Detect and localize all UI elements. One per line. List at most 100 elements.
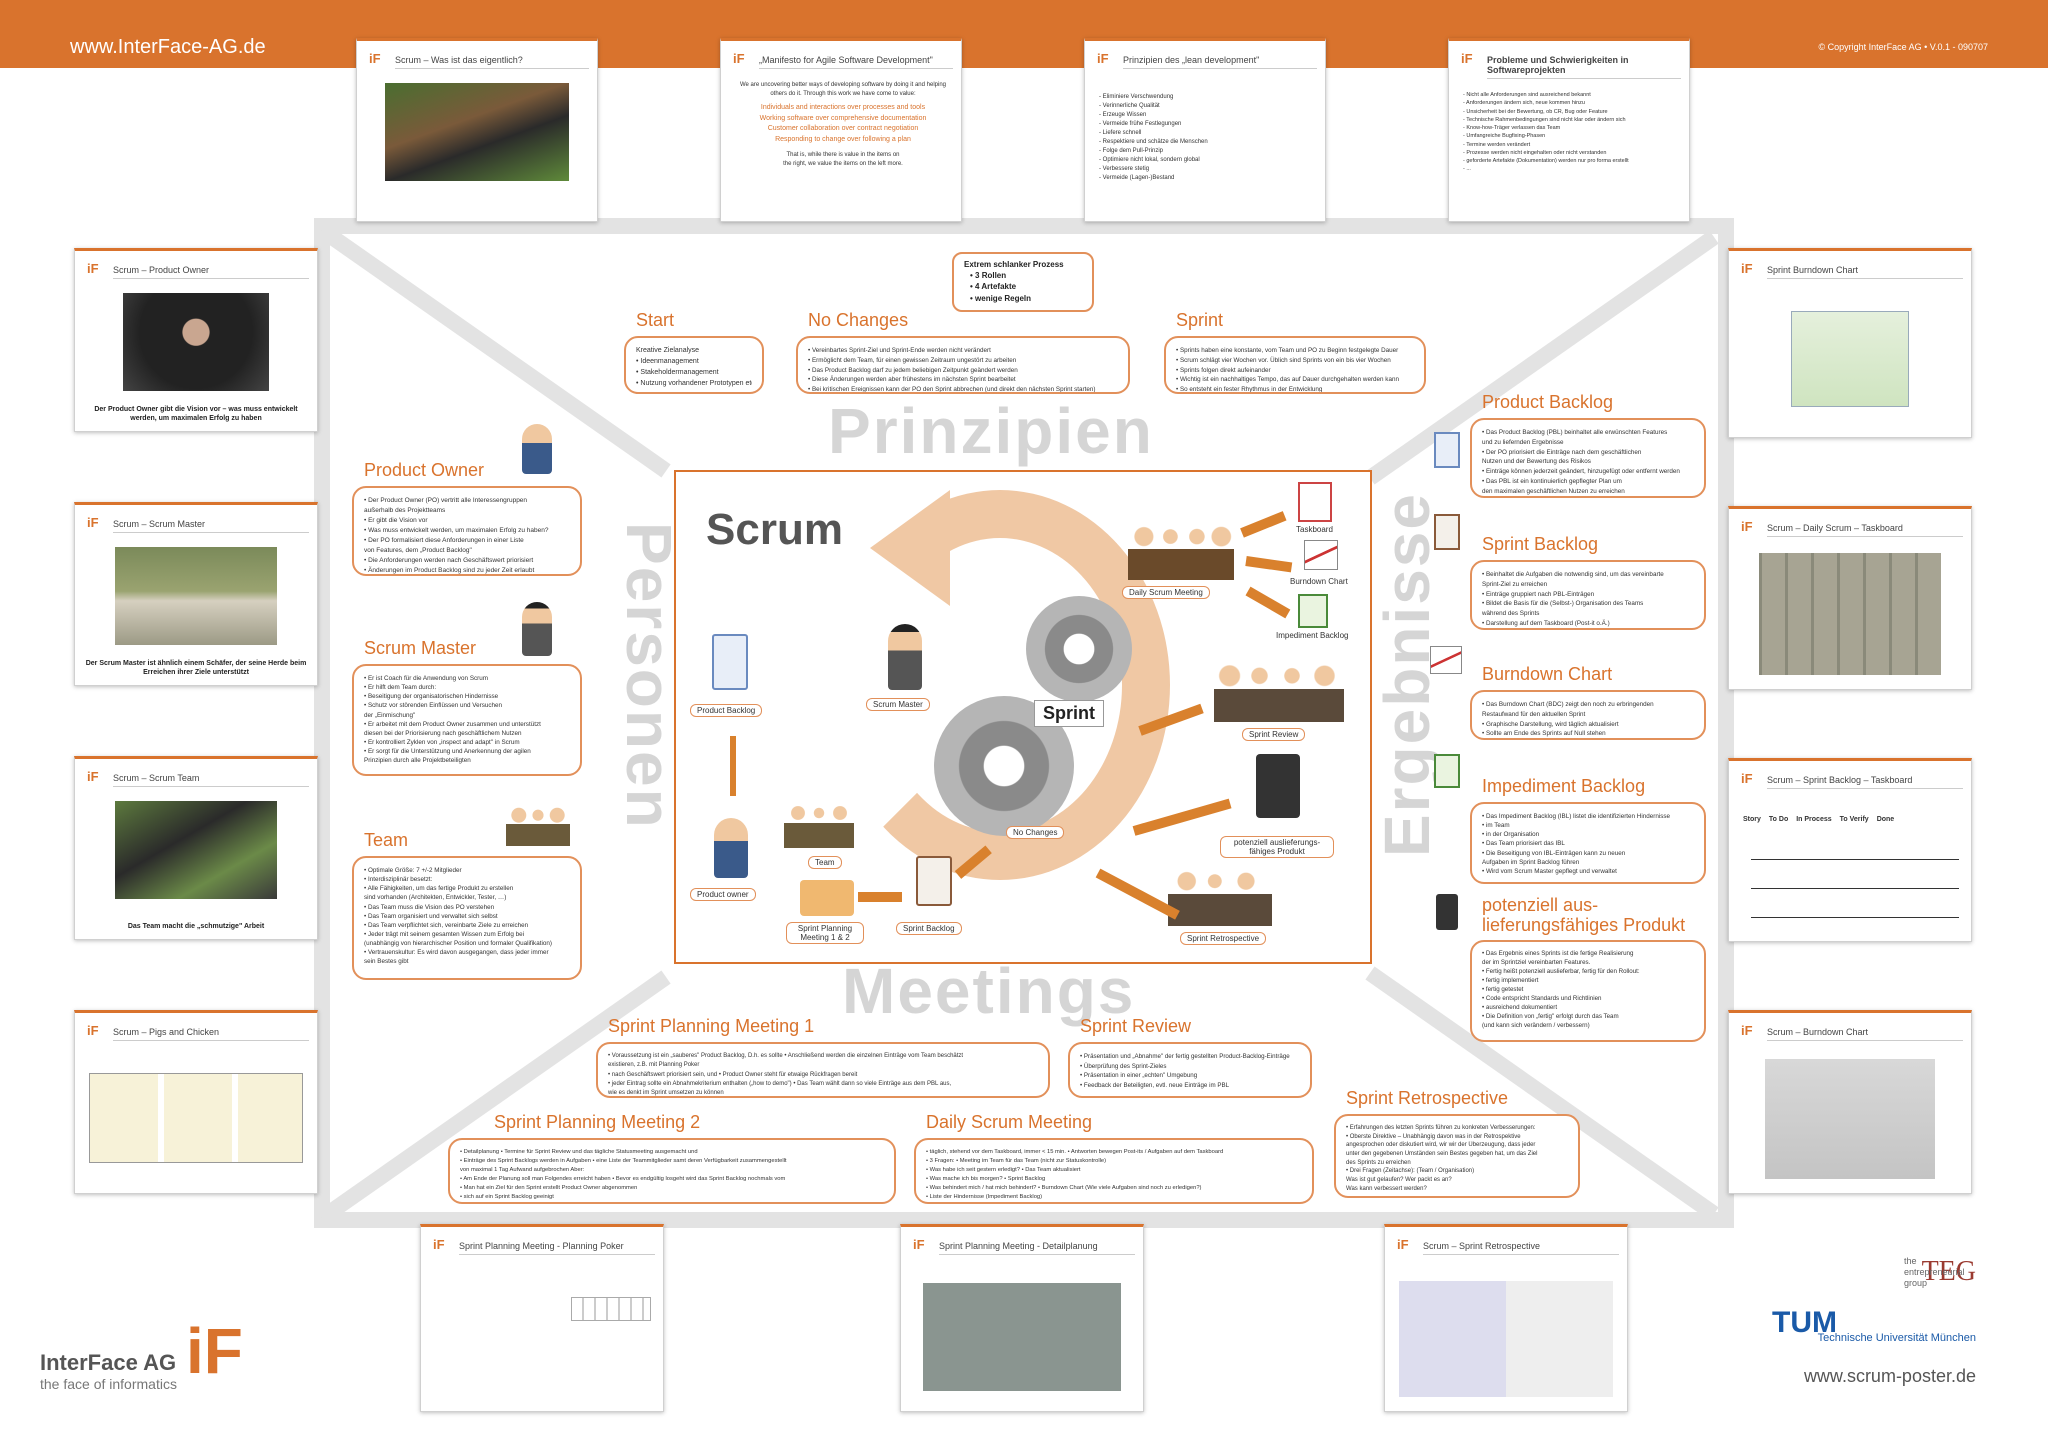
card-title: Scrum – Daily Scrum – Taskboard — [1767, 523, 1963, 537]
header-copyright: © Copyright InterFace AG • V.0.1 - 09070… — [1818, 42, 1988, 52]
column-done: Done — [1876, 816, 1895, 823]
section-spm2: Sprint Planning Meeting 2 • Detailplanun… — [448, 1112, 896, 1204]
section-product-owner: Product Owner • Der Product Owner (PO) v… — [352, 460, 582, 576]
teg-subtitle: the entrepreneurial group — [1904, 1256, 1965, 1288]
section-product-backlog: Product Backlog • Das Product Backlog (P… — [1470, 392, 1706, 498]
company-name: InterFace AG — [40, 1350, 177, 1375]
footer-url[interactable]: www.scrum-poster.de — [1803, 1366, 1976, 1386]
if-logo-icon: iF — [1461, 51, 1473, 66]
label-impediment: Impediment Backlog — [1270, 630, 1355, 641]
product-owner-icon — [522, 424, 552, 474]
teg-logo[interactable]: TEG — [1921, 1256, 1976, 1287]
header-site-url[interactable]: www.InterFace-AG.de — [70, 36, 266, 58]
card-caption: Das Team macht die „schmutzige" Arbeit — [127, 922, 265, 930]
tum-name: Technische Universität München — [1817, 1332, 1976, 1344]
burndown-whiteboard-photo — [1765, 1059, 1935, 1179]
card-burndown-photo[interactable]: iF Scrum – Burndown Chart — [1728, 1010, 1972, 1194]
card-title: Scrum – Scrum Master — [113, 519, 309, 533]
company-tagline: the face of informatics — [40, 1376, 177, 1392]
review-team-icon — [1214, 656, 1344, 722]
header-bar — [0, 0, 2048, 68]
card-pigs-chicken[interactable]: iF Scrum – Pigs and Chicken — [74, 1010, 318, 1194]
word-personen: Personen — [613, 522, 685, 830]
label-taskboard: Taskboard — [1290, 524, 1339, 535]
if-logo-icon: iF — [1741, 519, 1753, 534]
if-logo-icon: iF — [1741, 261, 1753, 276]
label-team: Team — [808, 856, 842, 869]
if-logo-icon: iF — [87, 515, 99, 530]
card-title: Scrum – Was ist das eigentlich? — [395, 55, 589, 69]
product-owner-person-icon — [714, 818, 748, 878]
cycle-arrow-head — [870, 490, 950, 606]
card-title: Scrum – Product Owner — [113, 265, 309, 279]
product-backlog-icon — [1434, 432, 1460, 468]
card-scrum-team[interactable]: iF Scrum – Scrum Team Das Team macht die… — [74, 756, 318, 940]
label-sprint-backlog: Sprint Backlog — [896, 922, 962, 935]
section-sprint: Sprint • Sprints haben eine konstante, v… — [1164, 310, 1426, 394]
label-burndown: Burndown Chart — [1284, 576, 1354, 587]
word-prinzipien: Prinzipien — [828, 395, 1154, 467]
if-logo-icon: iF — [87, 769, 99, 784]
product-owner-photo — [123, 293, 269, 391]
section-team: Team • Optimale Größe: 7 +/-2 Mitglieder… — [352, 830, 582, 980]
column-todo: To Do — [1768, 816, 1789, 823]
label-sprint-review: Sprint Review — [1242, 728, 1306, 741]
column-in-process: In Process — [1796, 816, 1832, 823]
card-probleme[interactable]: iF Probleme und Schwierigkeiten in Softw… — [1448, 38, 1690, 222]
team-icon — [506, 802, 570, 846]
clipboard-icon — [712, 634, 748, 690]
card-product-owner[interactable]: iF Scrum – Product Owner Der Product Own… — [74, 248, 318, 432]
puzzle-icon — [800, 880, 854, 916]
card-title: Sprint Planning Meeting - Detailplanung — [939, 1241, 1135, 1255]
label-scrum-master: Scrum Master — [866, 698, 930, 711]
taskboard-icon — [1298, 482, 1332, 522]
label-product-owner: Product owner — [690, 888, 756, 901]
card-title: Scrum – Burndown Chart — [1767, 1027, 1963, 1041]
card-title: Sprint Burndown Chart — [1767, 265, 1963, 279]
card-detailplanung[interactable]: iF Sprint Planning Meeting - Detailplanu… — [900, 1224, 1144, 1412]
process-summary: Extrem schlanker Prozess • 3 Rollen • 4 … — [952, 252, 1094, 312]
retrospective-diagrams — [1399, 1281, 1613, 1397]
poster-frame — [314, 218, 1734, 1228]
label-sprint-retrospective: Sprint Retrospective — [1180, 932, 1267, 945]
manifesto-line: That is, while there is value in the ite… — [786, 152, 900, 158]
if-logo-icon: iF — [87, 1023, 99, 1038]
if-logo-icon: iF — [733, 51, 745, 66]
daily-team-icon — [1128, 518, 1234, 580]
card-title: Scrum – Sprint Backlog – Taskboard — [1767, 775, 1963, 789]
card-scrum-master[interactable]: iF Scrum – Scrum Master Der Scrum Master… — [74, 502, 318, 686]
interface-ag-logo[interactable]: InterFace AG the face of informatics — [40, 1350, 177, 1392]
tum-logo[interactable]: TUM — [1772, 1306, 1837, 1339]
product-calculator-icon — [1436, 894, 1458, 930]
column-to-verify: To Verify — [1839, 816, 1869, 823]
card-sprint-retrospective[interactable]: iF Scrum – Sprint Retrospective — [1384, 1224, 1628, 1412]
if-logo-icon: iF — [369, 51, 381, 66]
section-no-changes: No Changes • Vereinbartes Sprint-Ziel un… — [796, 310, 1130, 394]
card-daily-taskboard[interactable]: iF Scrum – Daily Scrum – Taskboard — [1728, 506, 1972, 690]
card-sprint-burndown[interactable]: iF Sprint Burndown Chart — [1728, 248, 1972, 438]
card-agile-manifesto[interactable]: iF „Manifesto for Agile Software Develop… — [720, 38, 962, 222]
card-caption: Der Scrum Master ist ähnlich einem Schäf… — [85, 659, 307, 676]
card-title: Prinzipien des „lean development" — [1123, 55, 1317, 69]
card-was-ist-scrum[interactable]: iF Scrum – Was ist das eigentlich? — [356, 38, 598, 222]
section-potential-product: potenziell aus-lieferungsfähiges Produkt… — [1470, 895, 1706, 1042]
card-sprint-backlog-taskboard[interactable]: iF Scrum – Sprint Backlog – Taskboard St… — [1728, 758, 1972, 942]
sprint-backlog-icon — [1434, 514, 1460, 550]
section-scrum-master: Scrum Master • Er ist Coach für die Anwe… — [352, 638, 582, 776]
manifesto-value: Responding to change over following a pl… — [775, 135, 911, 143]
section-sprint-review: Sprint Review • Präsentation und „Abnahm… — [1068, 1016, 1312, 1098]
manifesto-value: Working software over comprehensive docu… — [759, 114, 927, 122]
burndown-icon — [1304, 540, 1338, 570]
card-caption: Der Product Owner gibt die Vision vor – … — [94, 405, 298, 422]
card-title: Probleme und Schwierigkeiten in Software… — [1487, 55, 1681, 79]
manifesto-value: Individuals and interactions over proces… — [760, 104, 926, 111]
manifesto-line: the right, we value the items on the lef… — [783, 161, 903, 167]
card-planning-poker[interactable]: iF Sprint Planning Meeting - Planning Po… — [420, 1224, 664, 1412]
section-start: Start Kreative Zielanalyse• Ideenmanagem… — [624, 310, 764, 394]
if-logo-icon: iF — [1741, 771, 1753, 786]
if-logo-icon: iF — [1397, 1237, 1409, 1252]
impediment-icon — [1298, 594, 1328, 628]
card-lean-development[interactable]: iF Prinzipien des „lean development" - E… — [1084, 38, 1326, 222]
card-title: Scrum – Pigs and Chicken — [113, 1027, 309, 1041]
manifesto-line: We are uncovering better ways of develop… — [739, 82, 946, 88]
